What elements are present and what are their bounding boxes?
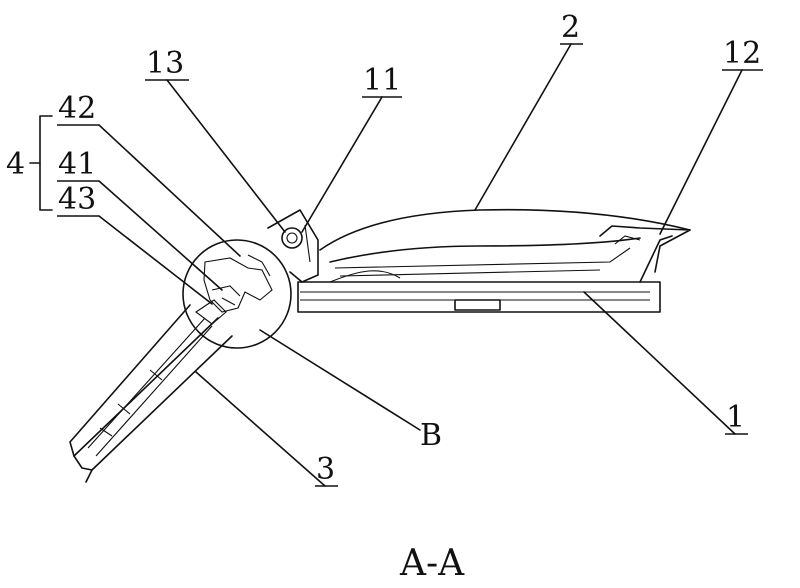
- label-2: 2: [561, 10, 580, 45]
- label-4: 4: [6, 147, 25, 182]
- leader-lines: [30, 44, 742, 486]
- label-13: 13: [146, 46, 184, 81]
- section-caption: A-A: [399, 543, 465, 584]
- label-43: 43: [58, 182, 96, 217]
- label-1: 1: [726, 400, 745, 435]
- arm-handle: [70, 300, 232, 482]
- label-b: B: [420, 418, 442, 453]
- lid-shell: [320, 210, 690, 282]
- label-11: 11: [363, 63, 401, 98]
- label-42: 42: [58, 91, 96, 126]
- label-12: 12: [723, 36, 761, 71]
- label-41: 41: [58, 147, 96, 182]
- label-3: 3: [316, 452, 335, 487]
